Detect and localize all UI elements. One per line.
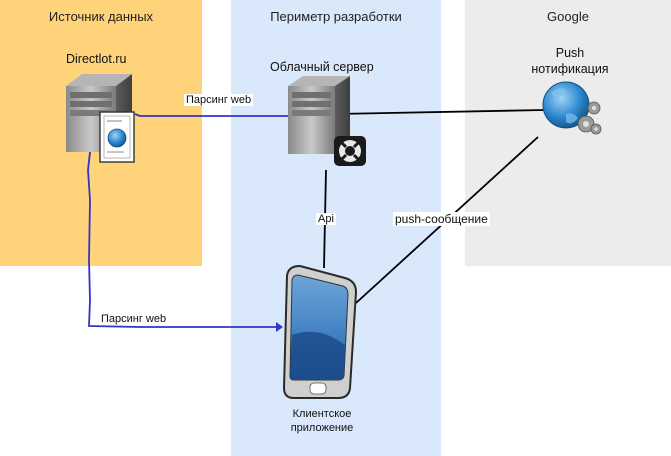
edge-parse-web-2	[87, 149, 276, 328]
server-icon	[288, 76, 366, 166]
edge-label-api: Api	[316, 213, 336, 225]
node-label-push-line2: нотификация	[531, 62, 609, 76]
node-label-client-line2: приложение	[290, 422, 354, 434]
edge-server-push	[334, 109, 545, 115]
node-label-push-line1: Push	[555, 46, 585, 60]
globe-gears-icon	[542, 81, 602, 135]
zone-source-title: Источник данных	[48, 9, 154, 24]
smartphone-icon	[282, 264, 358, 399]
edge-label-parse-web-1: Парсинг web	[184, 94, 254, 106]
node-label-client-line1: Клиентское	[292, 408, 352, 420]
edge-label-push-message: push-сообщение	[393, 212, 490, 226]
web-server-icon	[66, 74, 135, 163]
edge-label-parse-web-2: Парсинг web	[99, 313, 169, 325]
node-label-directlot: Directlot.ru	[66, 52, 127, 66]
zone-dev-title: Периметр разработки	[270, 9, 402, 24]
edge-parse-web-2-arrow	[276, 322, 283, 332]
zone-google-title: Google	[547, 9, 589, 24]
zone-google: Google	[465, 0, 671, 266]
edge-parse-web-1	[134, 113, 290, 117]
node-label-cloud-server: Облачный сервер	[270, 60, 374, 74]
